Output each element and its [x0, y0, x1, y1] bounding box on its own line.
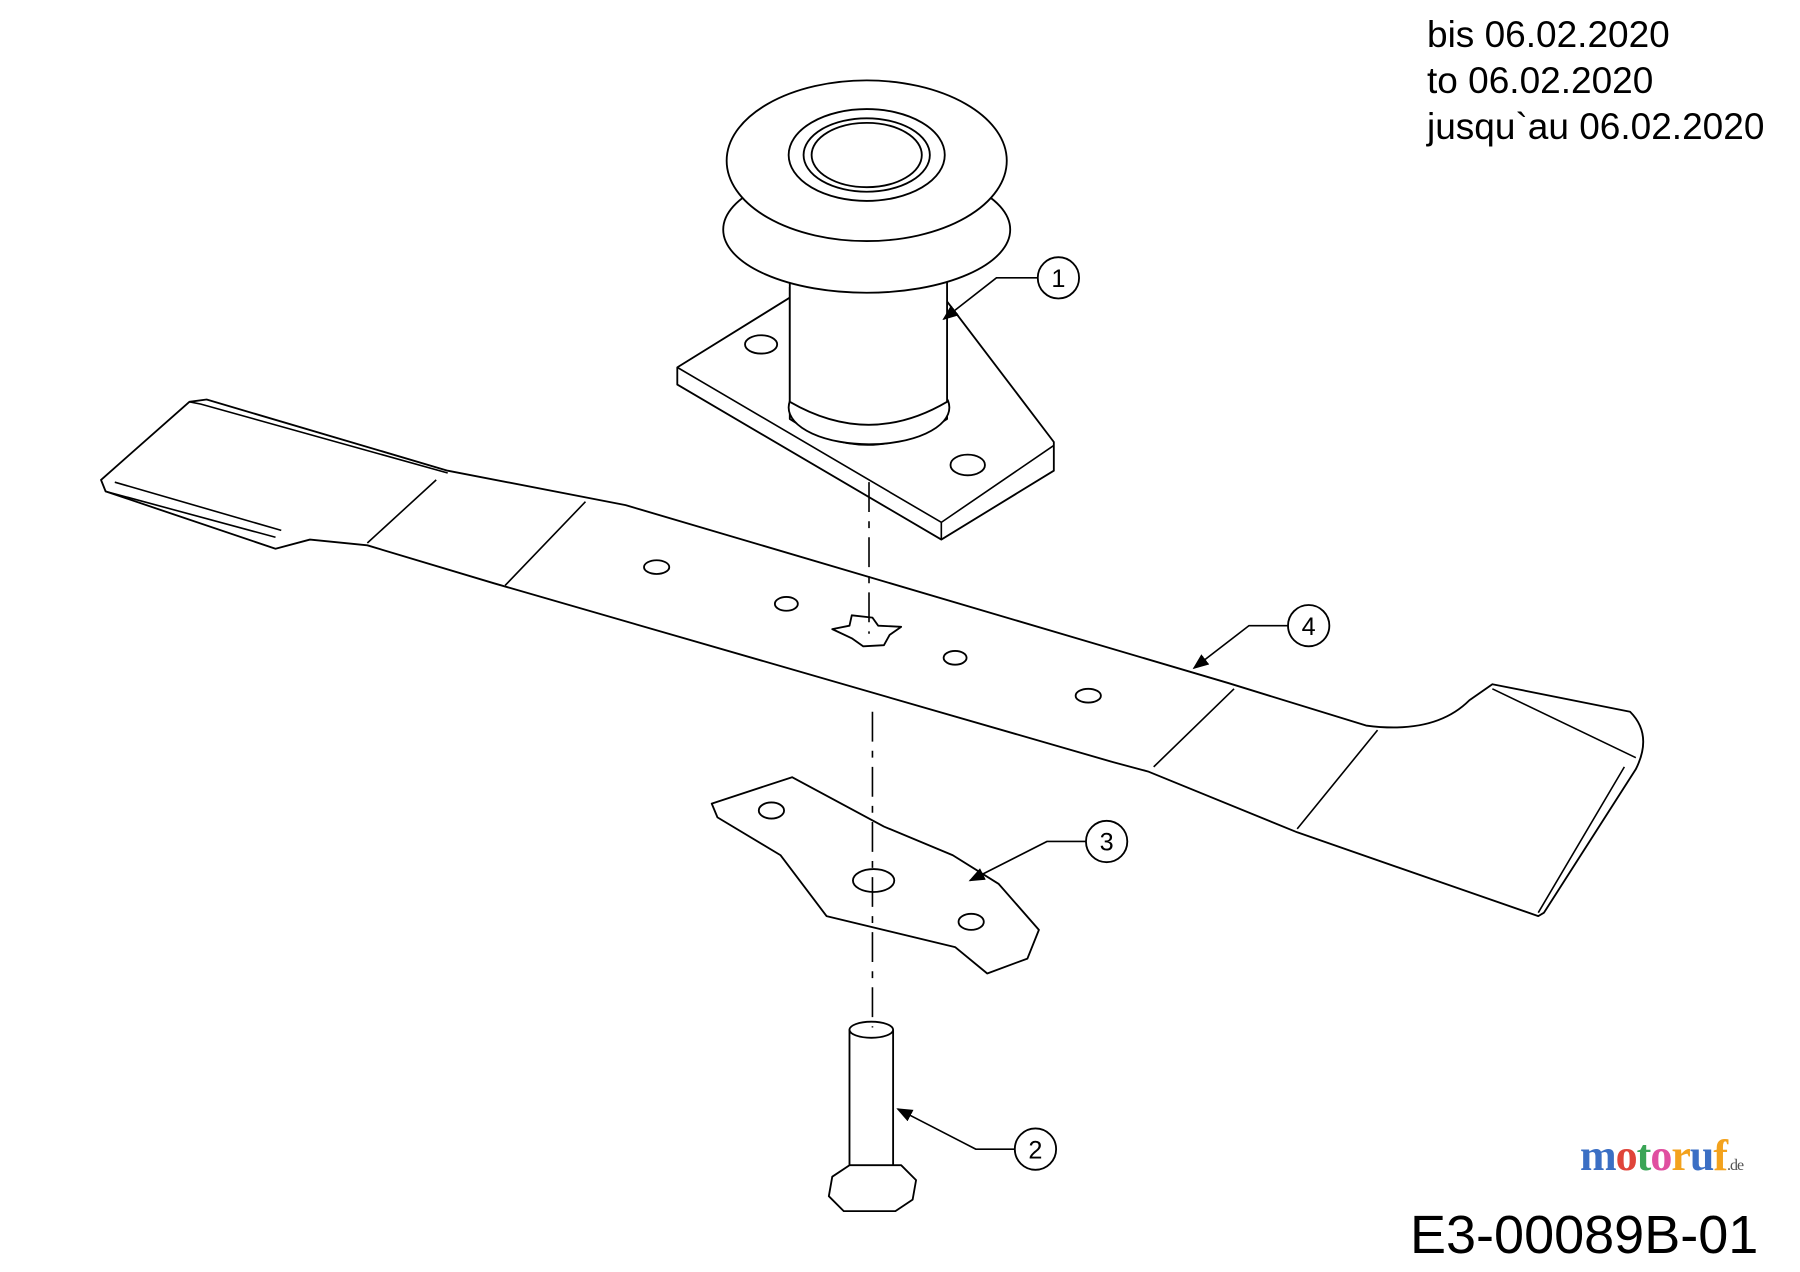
validity-de: bis 06.02.2020 [1427, 14, 1670, 55]
validity-en: to 06.02.2020 [1427, 60, 1654, 101]
diagram-code: E3-00089B-01 [1410, 1205, 1759, 1265]
callout-2-number: 2 [1028, 1136, 1042, 1164]
watermark-suffix: .de [1726, 1157, 1744, 1174]
callout-2: 2 [896, 1108, 1058, 1171]
watermark-letter: u [1689, 1131, 1715, 1180]
callout-1: 1 [942, 256, 1080, 321]
watermark-logo: motoruf.de [1580, 1130, 1744, 1192]
validity-fr: jusqu`au 06.02.2020 [1427, 106, 1765, 147]
watermark-letter: o [1615, 1131, 1638, 1180]
watermark-letter: f [1713, 1131, 1728, 1180]
watermark-letter: m [1580, 1131, 1617, 1180]
callout-1-number: 1 [1051, 265, 1065, 293]
watermark-letter: o [1650, 1131, 1672, 1180]
mower-blade [100, 398, 1645, 918]
callout-4: 4 [1192, 604, 1331, 670]
watermark-word: motoruf [1580, 1131, 1728, 1180]
callout-3: 3 [968, 819, 1129, 882]
watermark-letter: r [1671, 1131, 1691, 1180]
watermark-letter: t [1636, 1131, 1652, 1180]
callout-3-number: 3 [1100, 829, 1114, 857]
blade-adapter [710, 776, 1040, 975]
blade-bolt [827, 1020, 917, 1213]
validity-note: bis 06.02.2020 to 06.02.2020 jusqu`au 06… [1427, 12, 1764, 150]
callout-4-number: 4 [1302, 613, 1316, 641]
pulley-spindle [676, 79, 1055, 541]
